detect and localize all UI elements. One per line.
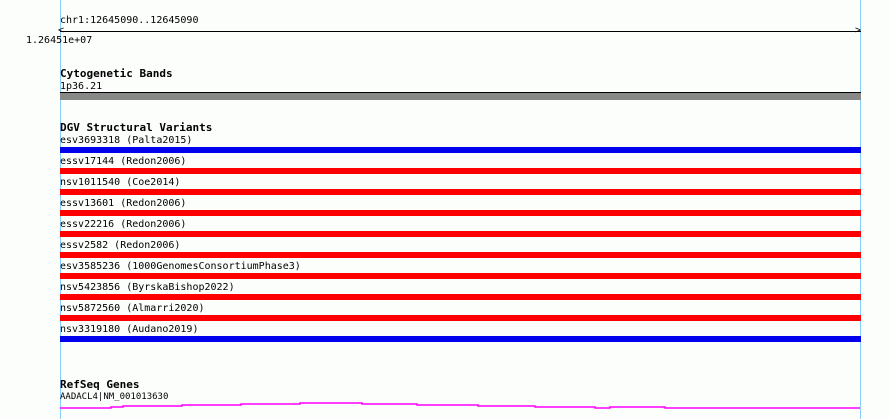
dgv-variant-bar[interactable]	[60, 252, 861, 258]
dgv-variant-label: nsv5872560 (Almarri2020)	[60, 303, 205, 314]
dgv-variant-label: esv3585236 (1000GenomesConsortiumPhase3)	[60, 261, 301, 272]
right-boundary-line	[860, 0, 861, 419]
arrow-right-icon: >	[855, 25, 862, 36]
axis-tick-label: 1.26451e+07	[26, 35, 93, 46]
dgv-variant-bar[interactable]	[60, 210, 861, 216]
dgv-variant-bar[interactable]	[60, 168, 861, 174]
dgv-variant-bar[interactable]	[60, 336, 861, 342]
dgv-variant-label: nsv5423856 (ByrskaBishop2022)	[60, 282, 235, 293]
dgv-variant-label: nsv3319180 (Audano2019)	[60, 324, 199, 335]
cytoband-label: 1p36.21	[60, 81, 103, 92]
dgv-variant-label: esv3693318 (Palta2015)	[60, 135, 193, 146]
dgv-variant-label: nsv1011540 (Coe2014)	[60, 177, 181, 188]
dgv-variant-bar[interactable]	[60, 189, 861, 195]
dgv-variant-bar[interactable]	[60, 294, 861, 300]
cytoband-border	[60, 92, 861, 93]
arrow-left-icon: <	[58, 25, 65, 36]
dgv-variant-label: essv2582 (Redon2006)	[60, 240, 181, 251]
dgv-variant-label: essv22216 (Redon2006)	[60, 219, 187, 230]
region-label: chr1:12645090..12645090	[60, 15, 199, 26]
dgv-variant-label: essv13601 (Redon2006)	[60, 198, 187, 209]
refseq-gene-label: AADACL4|NM_001013630	[60, 392, 169, 402]
dgv-variant-bar[interactable]	[60, 147, 861, 153]
gene-exon-line	[60, 402, 860, 409]
dgv-variant-bar[interactable]	[60, 231, 861, 237]
cytoband-bar[interactable]	[60, 93, 861, 100]
left-boundary-line	[60, 0, 61, 419]
dgv-track-title: DGV Structural Variants	[60, 121, 213, 134]
dgv-variant-label: essv17144 (Redon2006)	[60, 156, 187, 167]
ruler-axis	[60, 31, 861, 32]
dgv-variant-bar[interactable]	[60, 315, 861, 321]
dgv-variant-bar[interactable]	[60, 273, 861, 279]
refseq-track-title: RefSeq Genes	[60, 378, 140, 391]
cytoband-track-title: Cytogenetic Bands	[60, 67, 173, 80]
refseq-gene-model[interactable]	[0, 400, 890, 410]
